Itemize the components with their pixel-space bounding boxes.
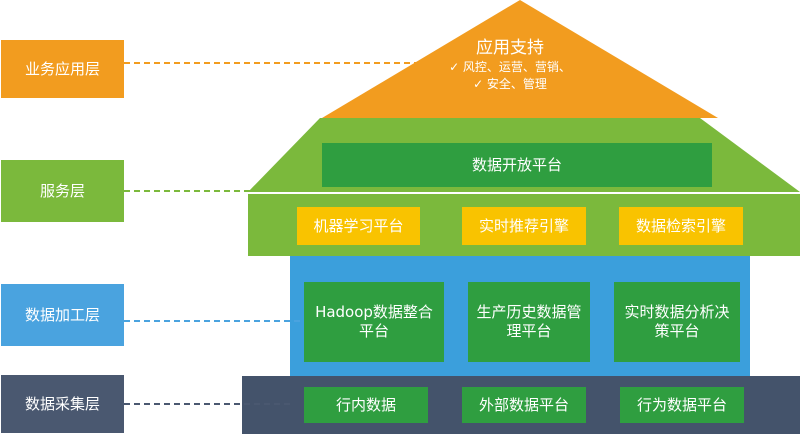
realtime-analysis-platform-box: 实时数据分析决策平台: [614, 282, 740, 362]
application-support: 应用支持 ✓ 风控、运营、营销、 ✓ 安全、管理: [380, 37, 640, 93]
data-search-engine-box: 数据检索引擎: [619, 207, 743, 245]
external-data-platform-text: 外部数据平台: [478, 395, 569, 414]
application-line-2: ✓ 安全、管理: [473, 77, 547, 91]
layer-label-service: 服务层: [1, 160, 124, 222]
layer-label-processing-text: 数据加工层: [24, 305, 100, 324]
hadoop-platform-text: Hadoop数据整合平台: [315, 303, 433, 340]
layer-label-processing: 数据加工层: [1, 284, 124, 346]
hadoop-platform-box: Hadoop数据整合平台: [304, 282, 444, 362]
data-open-platform-text: 数据开放平台: [471, 155, 562, 174]
layer-label-collection-text: 数据采集层: [24, 394, 100, 413]
layer-label-application-text: 业务应用层: [24, 59, 100, 78]
application-layer-roof: [322, 0, 718, 118]
history-data-platform-text: 生产历史数据管理平台: [476, 303, 582, 340]
application-line-1: ✓ 风控、运营、营销、: [449, 60, 571, 74]
realtime-recommend-engine-text: 实时推荐引擎: [478, 216, 569, 235]
layer-label-collection: 数据采集层: [1, 375, 124, 433]
external-data-platform-box: 外部数据平台: [462, 387, 586, 423]
data-search-engine-text: 数据检索引擎: [635, 216, 726, 235]
realtime-analysis-platform-text: 实时数据分析决策平台: [624, 303, 730, 340]
realtime-recommend-engine-box: 实时推荐引擎: [462, 207, 586, 245]
layer-label-service-text: 服务层: [39, 181, 85, 200]
machine-learning-platform-box: 机器学习平台: [297, 207, 420, 245]
machine-learning-platform-text: 机器学习平台: [313, 216, 404, 235]
behavior-data-platform-text: 行为数据平台: [636, 395, 727, 414]
layer-label-application: 业务应用层: [1, 40, 124, 98]
internal-data-text: 行内数据: [335, 395, 396, 414]
data-open-platform-box: 数据开放平台: [322, 143, 712, 187]
internal-data-box: 行内数据: [304, 387, 428, 423]
history-data-platform-box: 生产历史数据管理平台: [468, 282, 590, 362]
behavior-data-platform-box: 行为数据平台: [620, 387, 744, 423]
application-title: 应用支持: [476, 38, 544, 58]
